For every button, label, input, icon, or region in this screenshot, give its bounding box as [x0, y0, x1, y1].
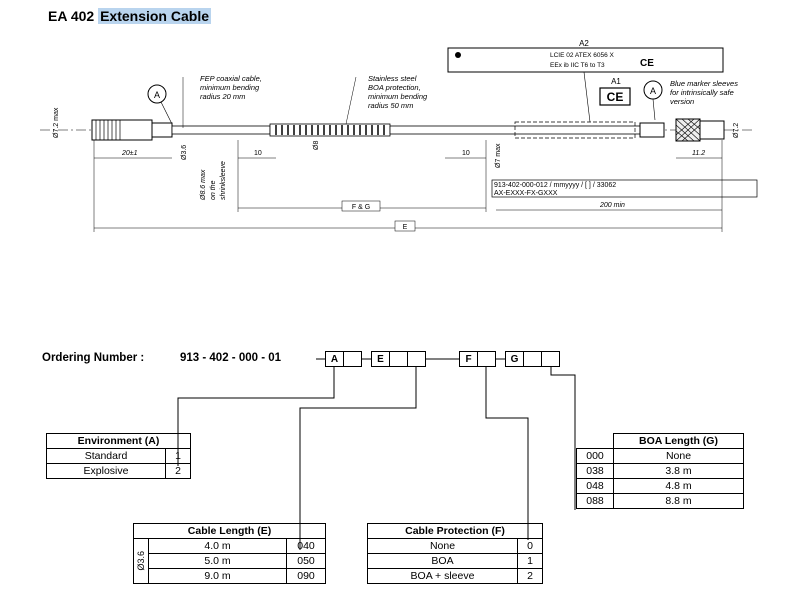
- environment-header: Environment (A): [46, 433, 191, 449]
- svg-text:A1: A1: [611, 77, 621, 86]
- ordering-number: 913 - 402 - 000 - 01: [180, 352, 282, 364]
- note-fep: FEP coaxial cable, minimum bending radiu…: [200, 74, 264, 101]
- svg-text:A2: A2: [579, 39, 589, 48]
- shrink-sleeve: [514, 121, 636, 139]
- note-marker: Blue marker sleeves for intrinsically sa…: [670, 79, 740, 106]
- a2-tag: [447, 47, 724, 73]
- cable-protection-header: Cable Protection (F): [367, 523, 543, 539]
- right-connector-body: [699, 120, 725, 140]
- note-shrink: Ø8.6 max on the shrinksleeve: [200, 161, 227, 201]
- boa-length-table: BOA Length (G) 000 None 038 3.8 m 048 4.…: [576, 433, 744, 509]
- cable-length-side-label: Ø3.6: [136, 551, 146, 571]
- page-title: EA 402 Extension Cable: [48, 8, 211, 24]
- table-row: 038 3.8 m: [576, 463, 744, 479]
- box-a-spare: [343, 351, 362, 367]
- table-row: Standard 1: [46, 448, 191, 464]
- svg-text:LCIE 02 ATEX 6056 X: LCIE 02 ATEX 6056 X: [550, 52, 614, 59]
- svg-text:10: 10: [254, 150, 262, 157]
- balloon-a-left: [147, 84, 167, 104]
- table-row: 9.0 m 090: [134, 568, 326, 584]
- ordering-label: Ordering Number :: [42, 352, 145, 364]
- box-g3: [541, 351, 560, 367]
- box-e3: [407, 351, 426, 367]
- table-row: Explosive 2: [46, 463, 191, 479]
- box-f2: [477, 351, 496, 367]
- svg-text:CE: CE: [607, 90, 624, 104]
- svg-text:200 min: 200 min: [599, 202, 625, 209]
- svg-text:A: A: [650, 86, 656, 96]
- table-row: BOA + sleeve 2: [367, 568, 543, 584]
- svg-text:Ø7.2 max: Ø7.2 max: [53, 107, 60, 138]
- svg-text:E: E: [403, 224, 408, 231]
- svg-text:F & G: F & G: [352, 204, 370, 211]
- note-boa: Stainless steel BOA protection, minimum …: [368, 74, 429, 110]
- svg-text:10: 10: [462, 150, 470, 157]
- cable-length-table: Cable Length (E) Ø3.6 4.0 m 040 5.0 m 05…: [133, 523, 326, 584]
- cable-protection-table: Cable Protection (F) None 0 BOA 1 BOA + …: [367, 523, 543, 584]
- table-row: 088 8.8 m: [576, 493, 744, 509]
- boa-length-header: BOA Length (G): [613, 433, 744, 449]
- svg-text:Ø3.6: Ø3.6: [181, 145, 188, 160]
- svg-text:A: A: [154, 90, 160, 100]
- title-prefix: EA 402: [48, 8, 95, 24]
- svg-text:11.2: 11.2: [692, 150, 705, 157]
- svg-text:AX-EXXX-FX-GXXX: AX-EXXX-FX-GXXX: [494, 190, 558, 197]
- svg-text:20±1: 20±1: [121, 150, 138, 157]
- table-row: BOA 1: [367, 553, 543, 569]
- cable-drawing: A A A2 LCIE 02 ATEX 6056 X EEx ib IIC T6…: [40, 39, 758, 232]
- environment-table: Environment (A) Standard 1 Explosive 2: [46, 433, 191, 479]
- ce-mark-box: [599, 87, 631, 106]
- table-row: None 0: [367, 538, 543, 554]
- table-row: 5.0 m 050: [134, 553, 326, 569]
- table-row: 000 None: [576, 448, 744, 464]
- svg-text:Ø7.2: Ø7.2: [733, 123, 740, 138]
- product-label: [491, 179, 758, 198]
- svg-text:EEx ib IIC T6 to T3: EEx ib IIC T6 to T3: [550, 62, 605, 69]
- svg-text:913-402-000-012 / mmyyyy / [: 913-402-000-012 / mmyyyy / [ ] / 33062: [494, 182, 616, 189]
- svg-text:Ø8: Ø8: [313, 141, 320, 150]
- svg-text:Ø7 max: Ø7 max: [495, 143, 502, 168]
- table-row: 048 4.8 m: [576, 478, 744, 494]
- table-row: Ø3.6 4.0 m 040: [133, 538, 326, 584]
- svg-text:CE: CE: [640, 58, 654, 69]
- cable-length-header: Cable Length (E): [133, 523, 326, 539]
- title-highlight: Extension Cable: [98, 8, 211, 24]
